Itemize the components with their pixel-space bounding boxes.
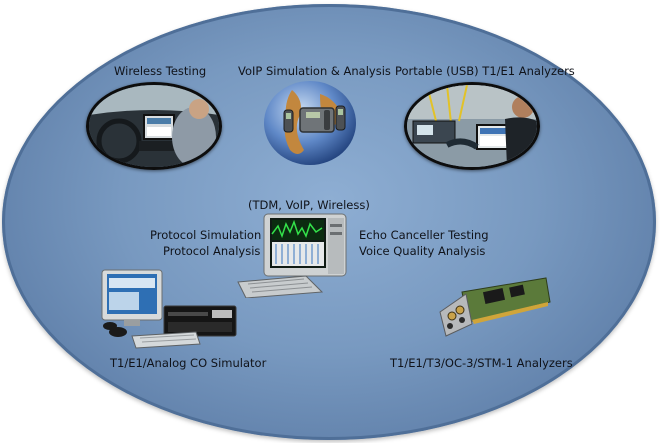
label-voip-simulation: VoIP Simulation & Analysis <box>238 64 391 78</box>
pc-workstation-photo-icon <box>232 212 350 298</box>
label-stm-analyzers: T1/E1/T3/OC-3/STM-1 Analyzers <box>390 356 573 370</box>
car-interior-photo-icon <box>86 82 222 170</box>
label-co-simulator: T1/E1/Analog CO Simulator <box>110 356 267 370</box>
lab-technician-photo-icon <box>404 82 540 170</box>
analyzer-card-photo-icon <box>432 272 552 340</box>
label-tdm-voip-wireless: (TDM, VoIP, Wireless) <box>248 198 370 212</box>
label-portable-analyzers: Portable (USB) T1/E1 Analyzers <box>395 64 575 78</box>
co-simulator-photo-icon <box>100 268 240 352</box>
label-wireless-testing: Wireless Testing <box>114 64 207 78</box>
label-protocol-simulation: Protocol Simulation <box>150 228 262 242</box>
label-voice-quality: Voice Quality Analysis <box>359 244 486 258</box>
label-echo-canceller: Echo Canceller Testing <box>359 228 489 242</box>
globe-phones-photo-icon <box>262 80 358 166</box>
label-protocol-analysis: Protocol Analysis <box>163 244 261 258</box>
